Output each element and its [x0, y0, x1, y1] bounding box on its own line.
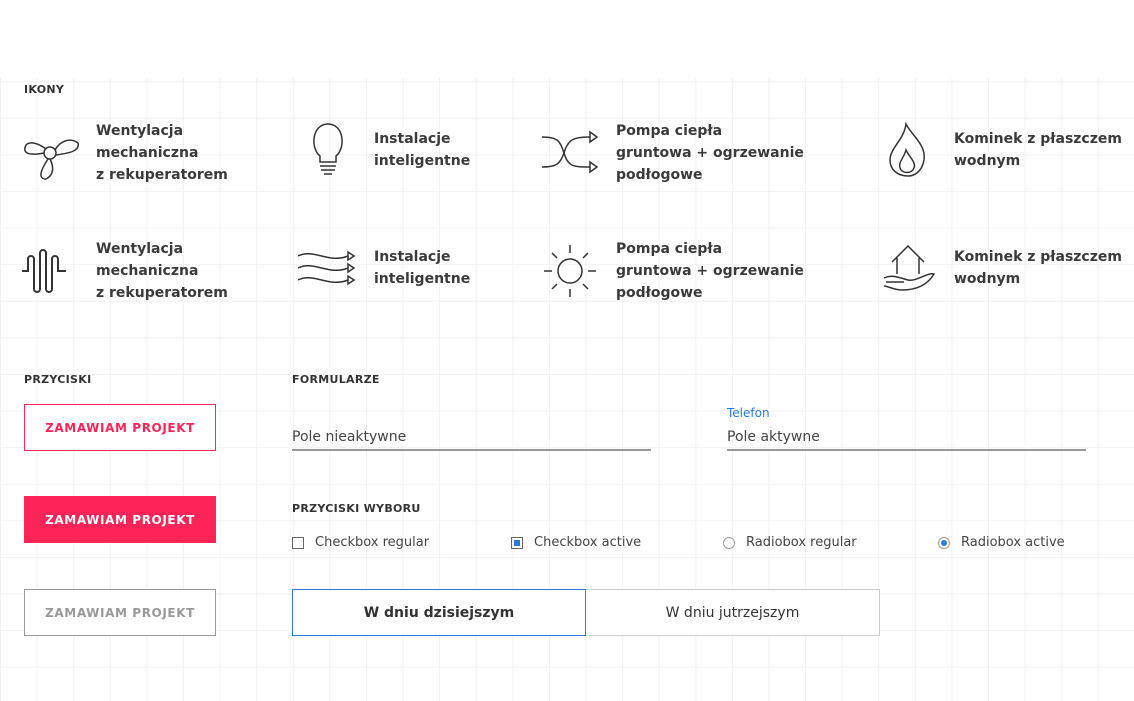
icon-item: Pompa ciepła gruntowa + ogrzewanie podło… [540, 120, 804, 186]
checkbox-label: Checkbox regular [315, 535, 430, 550]
segment-tomorrow[interactable]: W dniu jutrzejszym [586, 589, 880, 636]
order-project-filled-button[interactable]: ZAMAWIAM PROJEKT [24, 496, 216, 543]
icon-item: Pompa ciepła gruntowa + ogrzewanie podło… [540, 238, 804, 304]
icon-label: Wentylacja mechaniczna z rekuperatorem [96, 241, 228, 301]
inactive-field[interactable]: Pole nieaktywne [292, 427, 651, 451]
radio[interactable] [723, 536, 735, 549]
icon-label: Instalacje inteligentne [374, 131, 471, 169]
fan-icon [24, 139, 79, 180]
icon-item: Kominek z płaszczem wodnym [878, 120, 1122, 180]
phone-field[interactable]: Pole aktywne [727, 427, 1086, 451]
checkbox-label: Checkbox active [534, 535, 642, 550]
segment-today[interactable]: W dniu dzisiejszym [292, 589, 586, 636]
checkbox-regular[interactable]: Checkbox regular [292, 535, 429, 550]
lightbulb-icon [313, 123, 343, 175]
radio-label: Radiobox active [961, 535, 1065, 550]
icon-item: Instalacje inteligentne [298, 238, 470, 298]
icon-item: Kominek z płaszczem wodnym [878, 238, 1122, 298]
radio-selected[interactable] [938, 536, 950, 549]
checkbox-checked[interactable] [511, 536, 523, 549]
flame-icon [889, 121, 925, 177]
radio-regular[interactable]: Radiobox regular [723, 535, 857, 550]
header-blank [0, 0, 1134, 78]
order-project-disabled-button[interactable]: ZAMAWIAM PROJEKT [24, 589, 216, 636]
radio-label: Radiobox regular [746, 535, 857, 550]
icon-label: Instalacje inteligentne [374, 249, 471, 287]
section-title-buttons: PRZYCISKI [24, 373, 92, 386]
icon-label: Pompa ciepła gruntowa + ogrzewanie podło… [616, 123, 804, 183]
sun-icon [544, 245, 596, 297]
checkbox[interactable] [292, 536, 304, 549]
checkbox-active[interactable]: Checkbox active [511, 535, 641, 550]
icon-label: Kominek z płaszczem wodnym [954, 249, 1122, 287]
radio-active[interactable]: Radiobox active [938, 535, 1065, 550]
order-project-outline-button[interactable]: ZAMAWIAM PROJEKT [24, 404, 216, 451]
section-title-forms: FORMULARZE [292, 373, 380, 386]
heating-coil-icon [22, 249, 66, 293]
icon-item: Instalacje inteligentne [298, 120, 470, 180]
icon-label: Kominek z płaszczem wodnym [954, 131, 1122, 169]
phone-label: Telefon [727, 406, 770, 420]
airflow-icon [298, 250, 356, 286]
section-title-choice: PRZYCISKI WYBORU [292, 502, 421, 515]
house-hand-icon [883, 244, 936, 291]
icon-item: Wentylacja mechaniczna z rekuperatorem [20, 238, 228, 304]
shuffle-icon [541, 130, 599, 174]
icon-label: Pompa ciepła gruntowa + ogrzewanie podło… [616, 241, 804, 301]
section-title-icons: IKONY [24, 83, 65, 96]
icon-label: Wentylacja mechaniczna z rekuperatorem [96, 123, 228, 183]
icon-item: Wentylacja mechaniczna z rekuperatorem [20, 120, 228, 186]
